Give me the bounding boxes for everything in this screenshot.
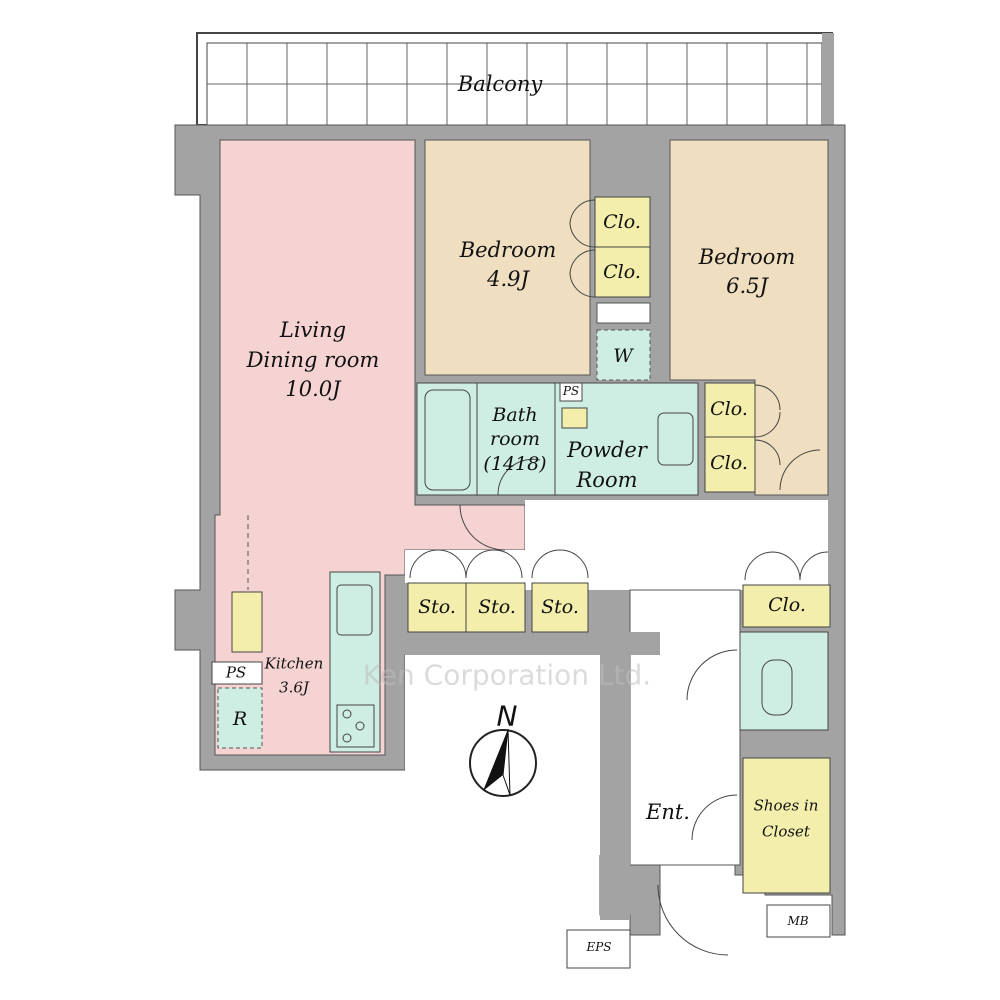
bedroom1-size: 4.9J: [487, 266, 529, 291]
shoes-closet-label: Shoes in: [753, 796, 819, 815]
north-label: N: [496, 699, 518, 733]
bedroom2-size: 6.5J: [726, 273, 768, 298]
kitchen-size: 3.6J: [279, 678, 309, 697]
fridge-label: R: [232, 708, 248, 731]
ps-label: PS: [225, 663, 247, 682]
closet-label: Clo.: [603, 261, 641, 284]
storage-label: Sto.: [478, 596, 516, 619]
balcony-label: Balcony: [457, 71, 543, 96]
bath-label: Bath: [492, 404, 538, 427]
eps-label: EPS: [586, 940, 612, 955]
north-compass-icon: [469, 728, 537, 797]
closet-label: Clo.: [768, 594, 806, 617]
kitchen-label: Kitchen: [264, 654, 324, 673]
powder-label-2: Room: [576, 467, 638, 492]
living-label: Living: [279, 317, 347, 342]
mb-label: MB: [787, 914, 809, 929]
powder-label: Powder: [567, 437, 647, 462]
washer-label: W: [613, 345, 633, 368]
bedroom1-label: Bedroom: [459, 237, 557, 262]
bath-room: [416, 382, 556, 496]
living-size: 10.0J: [285, 376, 341, 401]
washer-space: [596, 329, 651, 381]
storage-label: Sto.: [541, 596, 579, 619]
door-swings: [409, 199, 829, 956]
toilet-room: [739, 631, 829, 731]
ps-label: PS: [562, 384, 580, 399]
bath-size: (1418): [483, 453, 547, 476]
entrance-label: Ent.: [646, 799, 690, 824]
bedroom-2: [669, 139, 829, 496]
bedroom2-label: Bedroom: [698, 244, 796, 269]
shoes-closet-label-2: Closet: [762, 822, 810, 841]
balcony: [196, 32, 834, 126]
fridge-space: [217, 687, 263, 749]
closet-label: Clo.: [710, 452, 748, 475]
watermark: Ken Corporation Ltd.: [362, 658, 652, 692]
bedroom-1: [424, 139, 591, 376]
dining-label: Dining room: [246, 347, 380, 372]
bath-label-2: room: [490, 428, 540, 451]
powder-room: [554, 382, 699, 496]
hall-floor: [525, 500, 828, 590]
closet-label: Clo.: [710, 398, 748, 421]
storage-label: Sto.: [418, 596, 456, 619]
storage-units: [407, 196, 831, 894]
closet-label: Clo.: [603, 211, 641, 234]
